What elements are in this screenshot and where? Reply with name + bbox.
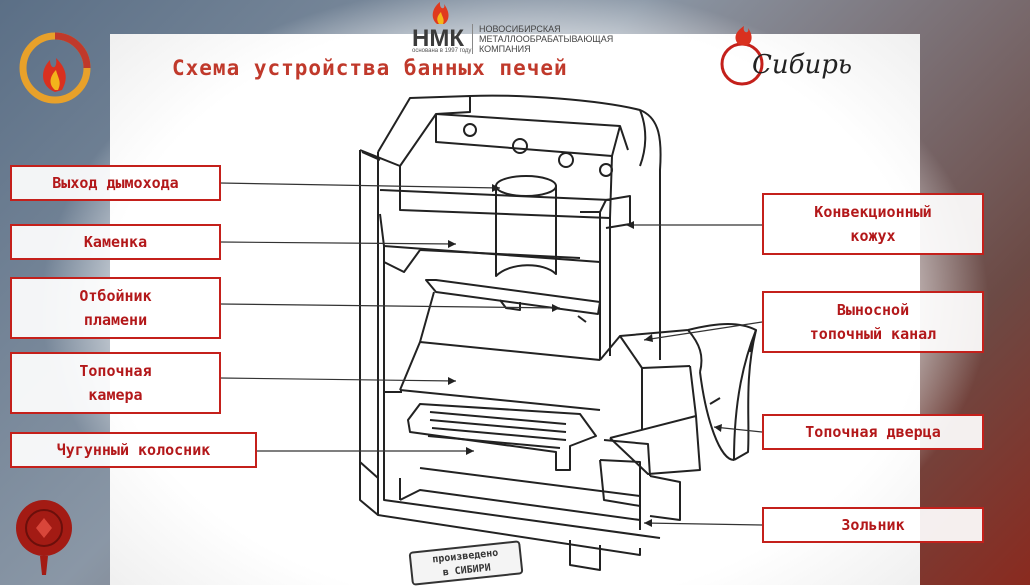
- label-firebox-door: Топочная дверца: [762, 414, 984, 450]
- label-ash-pan: Зольник: [762, 507, 984, 543]
- nmk-logo-text: НМК: [412, 25, 464, 52]
- leader-arrowheads: [448, 184, 722, 527]
- firebox-door-shape: [603, 329, 757, 477]
- label-convection-casing: Конвекционный кожух: [762, 193, 984, 255]
- leader-lines: [219, 182, 763, 526]
- label-remote-fire-channel-text: Выносной топочный канал: [809, 301, 937, 343]
- nmk-logo: НМК НОВОСИБИРСКАЯ МЕТАЛЛООБРАБАТЫВАЮЩАЯ …: [412, 10, 613, 54]
- nmk-company-name: НОВОСИБИРСКАЯ МЕТАЛЛООБРАБАТЫВАЮЩАЯ КОМП…: [471, 24, 613, 54]
- label-firebox-door-text: Топочная дверца: [805, 423, 941, 441]
- remote-fire-channel: [599, 323, 757, 461]
- nmk-founded-text: основана в 1997 году: [412, 48, 472, 54]
- label-cast-iron-grate-text: Чугунный колосник: [56, 441, 211, 459]
- wax-seal-icon: [16, 500, 72, 575]
- cast-iron-grate: [407, 403, 597, 471]
- chimney-pipe: [495, 175, 557, 277]
- nmk-flame-icon: [432, 2, 449, 24]
- diagram-title: Схема устройства банных печей: [172, 56, 568, 80]
- label-stone-chamber: Каменка: [10, 224, 221, 260]
- label-firebox-text: Топочная камера: [79, 362, 152, 404]
- label-flame-deflector: Отбойник пламени: [10, 277, 221, 339]
- stove-casing: [359, 94, 662, 556]
- label-chimney-outlet-text: Выход дымохода: [52, 174, 179, 192]
- stone-chamber-shelf: [379, 195, 631, 273]
- fire-ring-logo-icon: [19, 32, 91, 104]
- label-convection-casing-text: Конвекционный кожух: [814, 203, 932, 245]
- brand-logo-text: Сибирь: [752, 50, 853, 80]
- label-cast-iron-grate: Чугунный колосник: [10, 432, 257, 468]
- label-ash-pan-text: Зольник: [841, 516, 905, 534]
- firebox-walls: [383, 218, 611, 411]
- flame-deflector-plate: [425, 279, 601, 323]
- ash-pan: [383, 392, 681, 571]
- label-stone-chamber-text: Каменка: [83, 233, 148, 251]
- label-remote-fire-channel: Выносной топочный канал: [762, 291, 984, 353]
- label-chimney-outlet: Выход дымохода: [10, 165, 221, 201]
- top-chamber: [361, 114, 621, 219]
- label-flame-deflector-text: Отбойник пламени: [79, 287, 152, 329]
- label-firebox: Топочная камера: [10, 352, 221, 414]
- brand-logo-icon: [720, 26, 764, 86]
